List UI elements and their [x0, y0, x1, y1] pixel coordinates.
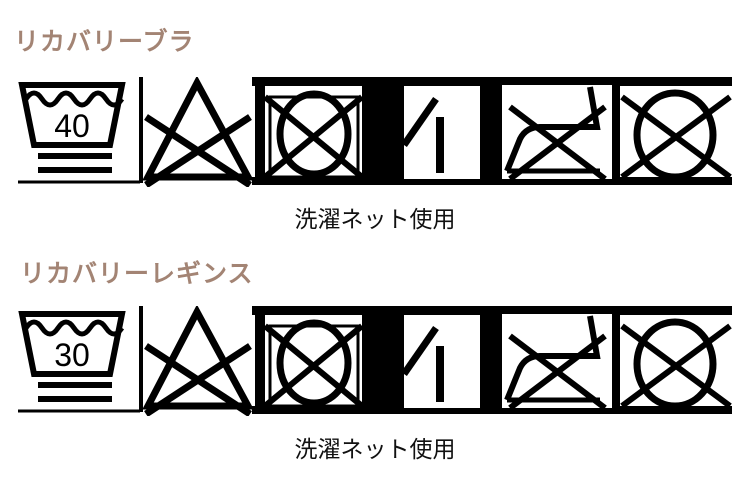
- wash-temperature: 30: [54, 337, 90, 373]
- no-iron-icon: [502, 306, 620, 414]
- no-bleach-icon: [142, 306, 254, 416]
- no-dry-clean-icon: [620, 315, 732, 410]
- no-tumble-dry-icon: [255, 83, 374, 183]
- wash-tub-icon: 40: [18, 77, 143, 184]
- care-symbols-row: 40: [18, 77, 732, 187]
- care-symbols-row: 30: [18, 306, 732, 416]
- no-dry-clean-icon: [620, 86, 732, 181]
- no-bleach-icon: [142, 77, 254, 187]
- section-title: リカバリーブラ: [14, 27, 195, 56]
- care-note: 洗濯ネット使用: [294, 437, 456, 463]
- wash-tub-icon: 30: [18, 306, 143, 413]
- line-dry-shade-icon: [374, 77, 502, 185]
- no-tumble-dry-icon: [255, 312, 374, 412]
- care-note: 洗濯ネット使用: [294, 207, 456, 233]
- wash-temperature: 40: [54, 108, 90, 144]
- line-dry-shade-icon: [374, 306, 502, 414]
- no-iron-icon: [502, 77, 620, 185]
- section-title: リカバリーレギンス: [20, 259, 254, 288]
